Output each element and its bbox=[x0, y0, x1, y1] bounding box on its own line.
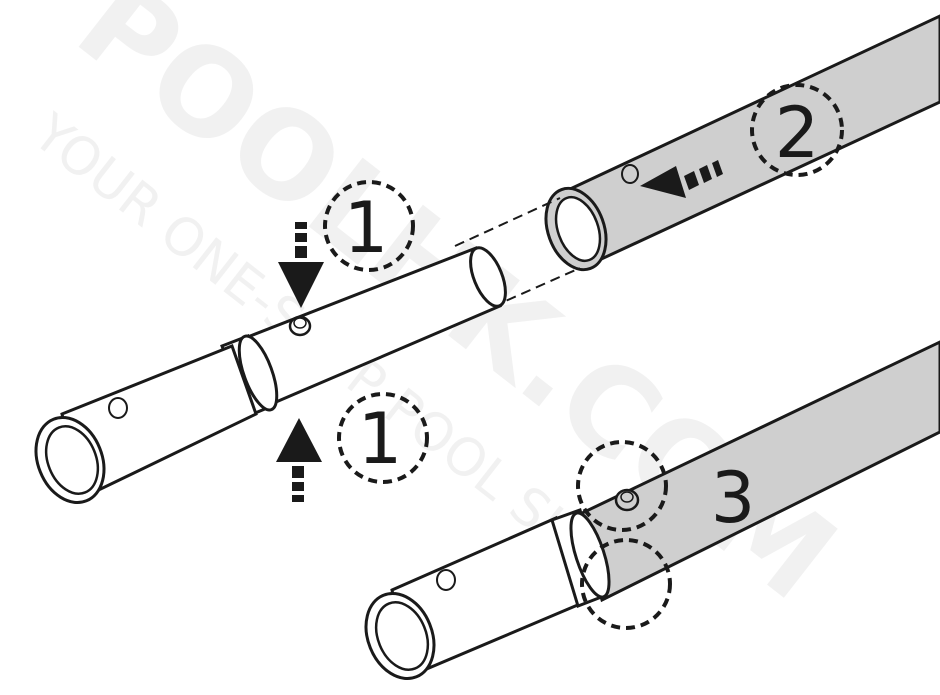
guide-lines bbox=[454, 197, 581, 308]
inner-pole bbox=[34, 246, 507, 505]
step-1-callout-lower: 1 bbox=[337, 392, 429, 484]
step-1-callout-upper: 1 bbox=[323, 180, 415, 272]
push-arrow-left bbox=[640, 160, 723, 198]
pole-hole bbox=[621, 164, 639, 184]
step-1-number-lower: 1 bbox=[358, 398, 403, 480]
upper-outer-pole bbox=[544, 14, 940, 272]
press-arrow-down bbox=[278, 222, 324, 308]
step-3-number: 3 bbox=[711, 457, 756, 539]
step-1-number-upper: 1 bbox=[344, 187, 389, 269]
step-2-number: 2 bbox=[775, 92, 820, 174]
pole-hole bbox=[436, 569, 456, 591]
pole-hole bbox=[108, 397, 128, 419]
assembled-pole bbox=[364, 340, 940, 681]
step-3-callouts bbox=[576, 440, 672, 630]
press-arrow-up bbox=[276, 418, 322, 502]
step-2-callout: 2 bbox=[750, 83, 844, 177]
